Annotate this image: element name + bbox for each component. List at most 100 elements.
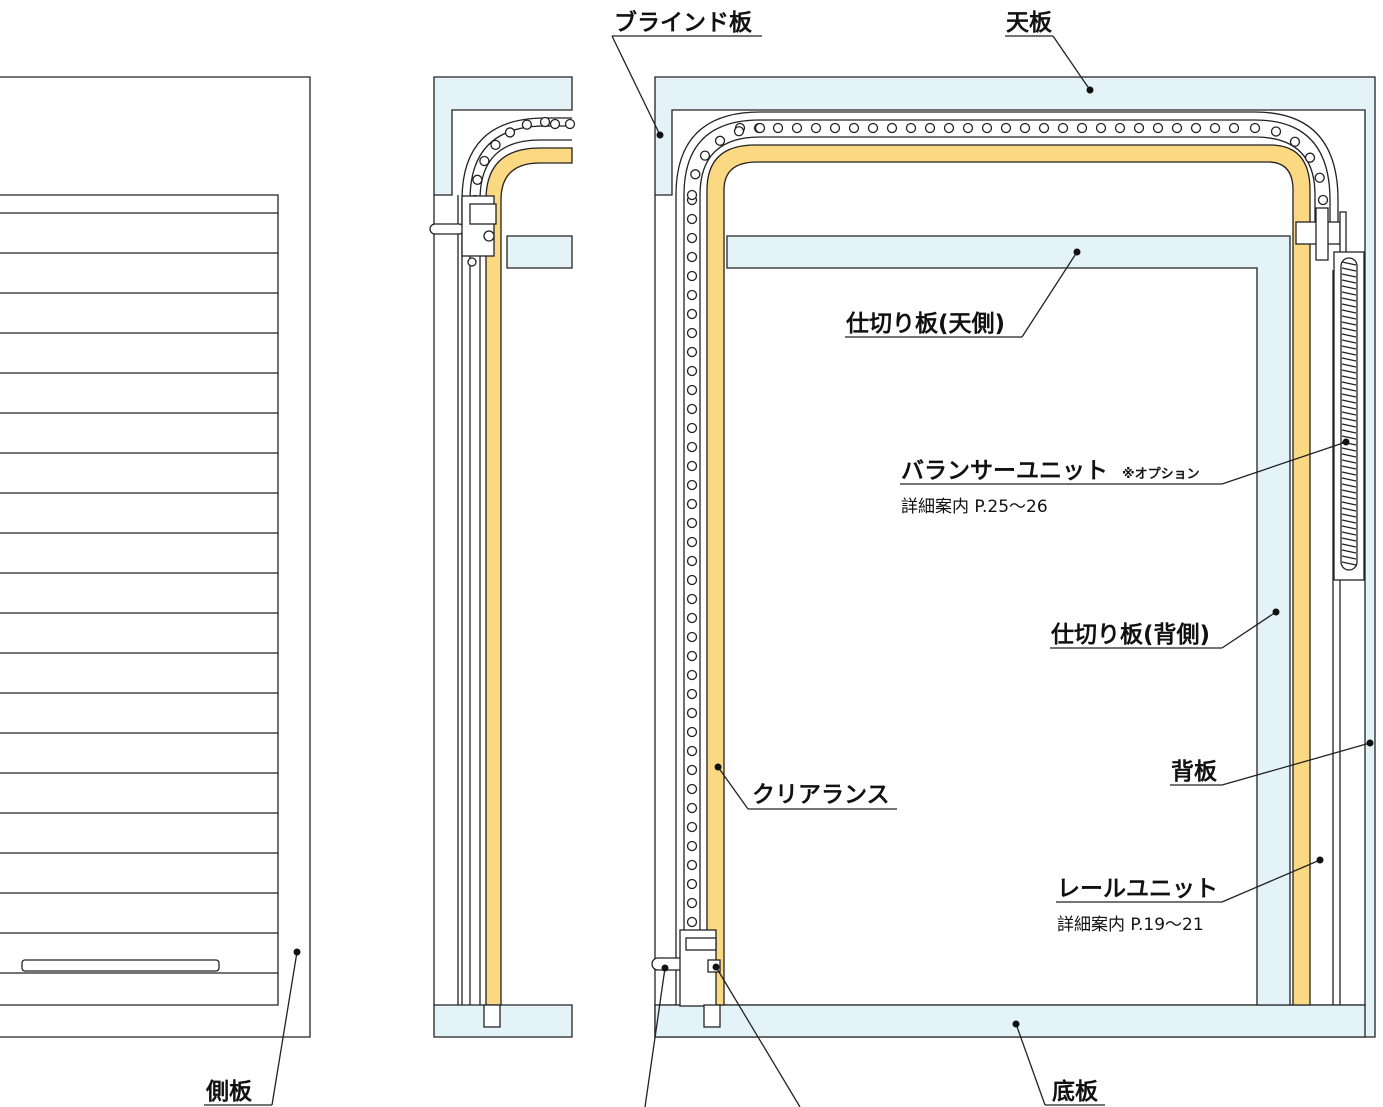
spring-coil (1341, 273, 1357, 278)
chain-link (472, 174, 483, 185)
chain-link (848, 122, 860, 134)
chain-link (686, 422, 698, 434)
spring-coil (1341, 543, 1357, 548)
spring-coil (1341, 423, 1357, 428)
chain-link (867, 122, 879, 134)
spring-coil (1341, 471, 1357, 476)
chain-link (1019, 122, 1031, 134)
chain-link (686, 745, 698, 757)
chain-link (686, 384, 698, 396)
chain-link (686, 764, 698, 776)
chain-link (490, 139, 501, 150)
spring-coil (1341, 345, 1357, 350)
chain-link (686, 232, 698, 244)
chain-link (686, 574, 698, 586)
chain-link (686, 859, 698, 871)
chain-link (1270, 126, 1282, 137)
spring-coil (1341, 387, 1357, 392)
spring-coil (1341, 279, 1357, 284)
spring-coil (1341, 375, 1357, 380)
spring-coil (1341, 351, 1357, 356)
chain-link (686, 403, 698, 415)
spring-coil (1341, 495, 1357, 500)
chain-link (686, 189, 698, 201)
label-partition-back: 仕切り板(背側) (1050, 621, 1210, 648)
spring-coil (1341, 267, 1357, 272)
chain-link (686, 308, 698, 320)
chain-link (714, 135, 726, 146)
chain-link (686, 213, 698, 225)
spring-coil (1341, 453, 1357, 458)
chain-link (686, 783, 698, 795)
chain-link (686, 441, 698, 453)
chain-link (686, 289, 698, 301)
chain-link (686, 802, 698, 814)
chain-link (686, 821, 698, 833)
spring-coil (1341, 411, 1357, 416)
spring-coil (1341, 537, 1357, 542)
chain-link (1314, 172, 1325, 183)
chain-link (686, 650, 698, 662)
chain-link (539, 116, 551, 128)
spring-coil (1341, 555, 1357, 560)
chain-link (791, 122, 803, 134)
middle-section-view (429, 76, 576, 1038)
chain-link (1114, 122, 1126, 134)
chain-link (690, 169, 701, 180)
chain-link (905, 122, 917, 134)
label-balancer-option: ※オプション (1122, 467, 1200, 482)
chain-link (686, 517, 698, 529)
label-clearance: クリアランス (752, 782, 890, 808)
chain-link (1152, 122, 1164, 134)
chain-link (686, 498, 698, 510)
chain-link (1076, 122, 1088, 134)
leader-lines (204, 35, 1374, 1107)
spring-coil (1341, 333, 1357, 338)
spring-coil (1341, 405, 1357, 410)
chain-link (1057, 122, 1069, 134)
spring-coil (1341, 501, 1357, 506)
spring-coil (1341, 291, 1357, 296)
chain-link (686, 479, 698, 491)
chain-link (686, 707, 698, 719)
spring-coil (1341, 327, 1357, 332)
spring-coil (1341, 435, 1357, 440)
shutter-slats (0, 212, 278, 974)
spring-coil (1341, 513, 1357, 518)
label-partition-top: 仕切り板(天側) (845, 310, 1005, 337)
spring-coil (1341, 303, 1357, 308)
chain-link (686, 536, 698, 548)
label-side-board: 側板 (205, 1079, 253, 1105)
spring-coil (1341, 357, 1357, 362)
chain-link (479, 155, 490, 167)
spring-coil (1341, 507, 1357, 512)
labels: ブラインド板 天板 仕切り板(天側) バランサーユニット ※オプション 詳細案内… (205, 9, 1218, 1105)
chain-link (754, 122, 766, 134)
main-section-view (651, 76, 1376, 1038)
chain-link (521, 119, 533, 130)
spring-coil (1341, 309, 1357, 314)
chain-link (686, 878, 698, 890)
chain-link (1249, 122, 1261, 134)
chain-link (886, 122, 898, 134)
chain-link (686, 688, 698, 700)
label-top-board: 天板 (1006, 10, 1053, 36)
spring-coil (1341, 315, 1357, 320)
spring-coil (1341, 561, 1357, 566)
chain-link (1038, 122, 1050, 134)
label-rail-unit: レールユニット (1057, 876, 1218, 902)
label-rail-detail: 詳細案内 P.19〜21 (1057, 915, 1204, 935)
spring-coil (1341, 477, 1357, 482)
spring-coil (1341, 363, 1357, 368)
chain-link (1304, 152, 1316, 163)
label-blind-board: ブラインド板 (614, 9, 753, 36)
chain-link (686, 916, 698, 928)
spring-coil (1341, 429, 1357, 434)
chain-link (504, 127, 516, 138)
spring-coil (1341, 531, 1357, 536)
chain-link (943, 122, 955, 134)
spring-coil (1341, 519, 1357, 524)
spring-coil (1341, 465, 1357, 470)
spring-coil (1341, 489, 1357, 494)
